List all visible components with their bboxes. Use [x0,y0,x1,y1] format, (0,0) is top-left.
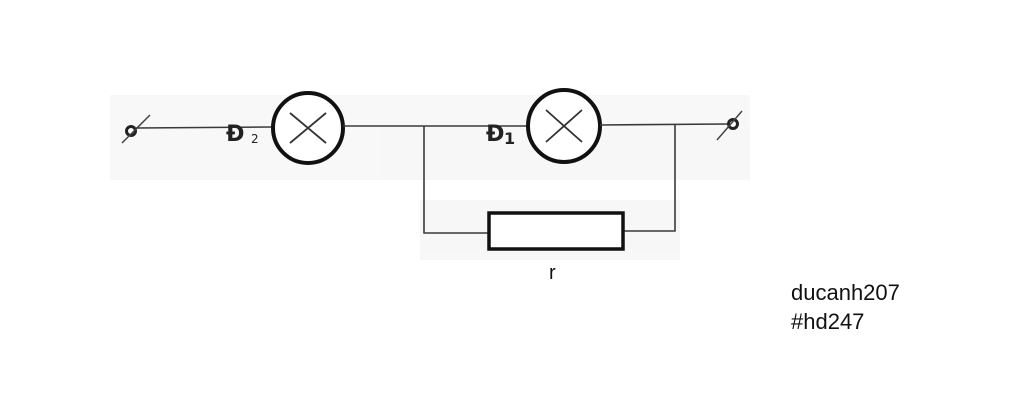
watermark-username: ducanh207 [791,280,900,305]
lamp-d2-subscript: 2 [251,132,259,146]
lamp-d2 [271,91,345,165]
wire-resistor-branch-left [423,126,488,234]
lamp-d1-subscript: 1 [504,129,515,148]
watermark-tag: #hd247 [791,309,865,334]
left-terminal [121,114,151,144]
scan-background [110,95,750,260]
lamp-d1 [526,88,602,164]
lamp-d2-label: Đ [226,122,244,147]
lamp-d1-label: Đ [486,122,504,147]
wire-left-to-d2 [135,126,273,129]
right-terminal [716,110,743,141]
wire-resistor-branch-right [623,125,676,232]
wire-d1-to-right [599,123,729,126]
resistor-r [487,211,625,251]
resistor-label: r [549,262,556,284]
